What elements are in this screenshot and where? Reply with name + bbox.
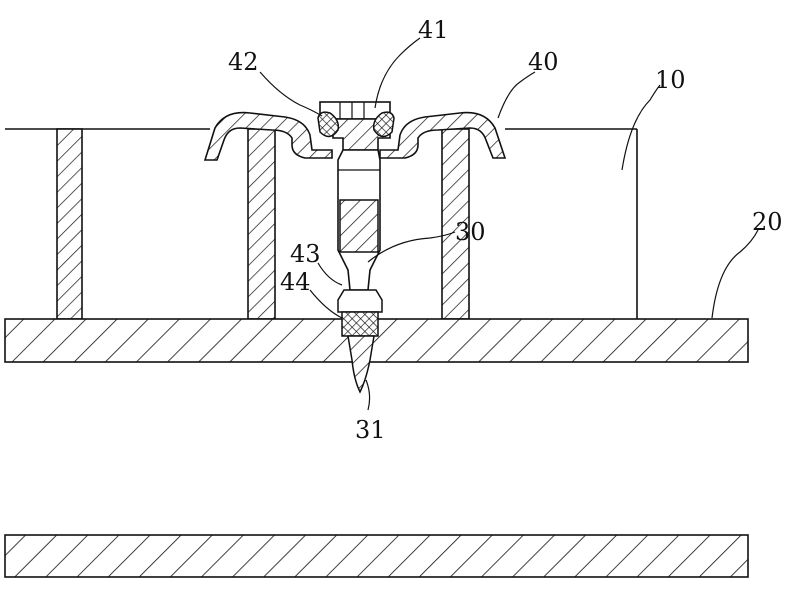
leader-41 bbox=[374, 37, 421, 109]
leader-30 bbox=[367, 231, 456, 263]
clip-40 bbox=[203, 111, 507, 161]
label-41: 41 bbox=[418, 16, 449, 44]
leader-40 bbox=[497, 71, 536, 119]
label-10: 10 bbox=[655, 66, 686, 94]
housing-10 bbox=[5, 128, 638, 319]
leader-44 bbox=[309, 289, 343, 319]
seal-42-right bbox=[372, 111, 395, 138]
leader-20 bbox=[711, 229, 759, 319]
seal-44 bbox=[341, 311, 379, 337]
seal-42-left bbox=[317, 111, 340, 138]
needle-31 bbox=[347, 335, 375, 394]
label-43: 43 bbox=[290, 240, 321, 268]
label-44: 44 bbox=[280, 268, 311, 296]
label-31: 31 bbox=[355, 416, 386, 444]
inner-right-wall bbox=[441, 128, 470, 320]
label-30: 30 bbox=[455, 218, 486, 246]
label-40: 40 bbox=[528, 48, 559, 76]
leader-42 bbox=[259, 71, 323, 117]
leader-31 bbox=[365, 379, 371, 411]
leader-43 bbox=[317, 262, 343, 286]
label-42: 42 bbox=[228, 48, 259, 76]
cap-41 bbox=[319, 101, 391, 151]
left-wall bbox=[56, 128, 83, 320]
leader-10 bbox=[621, 84, 661, 171]
pipe-20-lower-wall bbox=[4, 534, 749, 578]
stem-30 bbox=[337, 149, 381, 291]
inner-left-wall bbox=[247, 128, 276, 320]
label-20: 20 bbox=[752, 208, 783, 236]
ferrule-43 bbox=[337, 289, 383, 313]
